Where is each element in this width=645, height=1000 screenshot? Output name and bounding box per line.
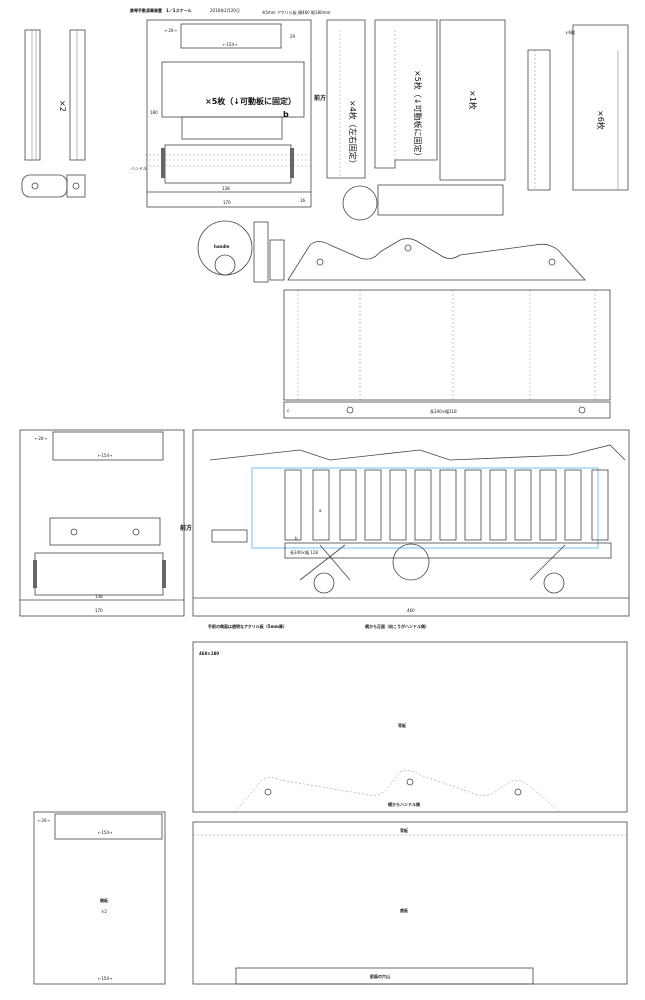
dim-170: 170 xyxy=(223,200,231,205)
front-label-2: 前方 xyxy=(180,524,192,532)
dim-154-d: ←154→ xyxy=(98,976,113,981)
keys-row xyxy=(284,469,609,541)
dim-20: ←20→ xyxy=(165,28,177,33)
back-panel-drawing: 460×180 背板 横からハンドル側 xyxy=(192,641,628,813)
key-label-b: b xyxy=(295,536,298,541)
dim-180: 180 xyxy=(150,110,158,115)
shaft-label: 長340×幅118 xyxy=(430,408,457,414)
side-panel-count: ×2 xyxy=(101,909,107,914)
label-b: b xyxy=(283,110,289,119)
back-panel-label-2: 背板 xyxy=(400,827,409,833)
key-parts: ×4枚（左右固定） ×5枚（↓可動板に固定） ×1枚 ×6枚 ×6個 xyxy=(326,19,629,221)
dim-138: 138 xyxy=(222,186,230,191)
plan-view-2: ←20→ ←154→ 138 170 xyxy=(19,429,185,617)
top-plan-view: ←20→ ←154→ ×5枚（↓可動板に固定） b 138 170 180 16… xyxy=(131,19,326,208)
side-panel-label: 側板 xyxy=(99,897,109,903)
dim-16: 16 xyxy=(300,198,306,203)
size-label: 460×180 xyxy=(199,651,219,656)
back-panel-label: 背板 xyxy=(398,722,407,728)
dim-154: ←154→ xyxy=(223,42,238,47)
shaft-label-2: 長340×幅 118 xyxy=(290,549,318,555)
handle-label-jp: ハンドル xyxy=(131,166,147,171)
front-hole-label: 前面の穴山 xyxy=(370,973,390,979)
side-frame-part: ×2 xyxy=(21,29,86,198)
handle-label: handle xyxy=(214,244,230,249)
side-panel-drawing: ←20→ ←154→ ←154→ 側板 ×2 xyxy=(33,811,166,985)
label-x2: ×2 xyxy=(58,100,67,112)
key-label-a: a xyxy=(319,508,322,513)
long-plate: c 長340×幅118 xyxy=(283,289,611,419)
dim-138-b: 138 xyxy=(95,594,103,599)
label-x5: ×5枚（↓可動板に固定） xyxy=(205,96,296,106)
label-c: c xyxy=(287,408,289,413)
dim-29: 29 xyxy=(290,34,296,39)
handle-and-cam: handle xyxy=(197,220,586,283)
label-x5-b: ×5枚（↓可動板に固定） xyxy=(413,70,423,161)
front-label: 前方 xyxy=(314,94,326,102)
side-assembly-view: a b 長340×幅 118 460 前方 xyxy=(180,429,630,617)
drawing-title: 鉄琴手動演奏装置 1／1スケール xyxy=(130,7,192,13)
dim-20-b: ←20→ xyxy=(35,436,47,441)
drawing-note: ※5mm アクリル板 横460 縦180mm xyxy=(262,9,330,15)
dim-20-c: ←20→ xyxy=(38,818,50,823)
drawing-date: 2016年2月20日 xyxy=(210,7,240,13)
dim-154-c: ←154→ xyxy=(98,830,113,835)
side-front-caption: 横から正面（向こうがハンドル側） xyxy=(364,623,429,629)
label-x1: ×1枚 xyxy=(468,90,478,110)
label-x6: ×6枚 xyxy=(596,110,606,130)
from-handle-label: 横からハンドル側 xyxy=(387,801,420,807)
bottom-panel-drawing: 背板 底板 前面の穴山 xyxy=(192,821,628,985)
acrylic-caption: 手前の側面は透明なアクリル板（5mm厚） xyxy=(208,623,287,629)
label-x4: ×4枚（左右固定） xyxy=(348,100,358,168)
dim-154-b: ←154→ xyxy=(98,453,113,458)
dim-170-b: 170 xyxy=(95,608,103,613)
bottom-panel-label: 底板 xyxy=(399,907,409,913)
label-x6-small: ×6個 xyxy=(565,29,575,35)
dim-460: 460 xyxy=(407,608,415,613)
